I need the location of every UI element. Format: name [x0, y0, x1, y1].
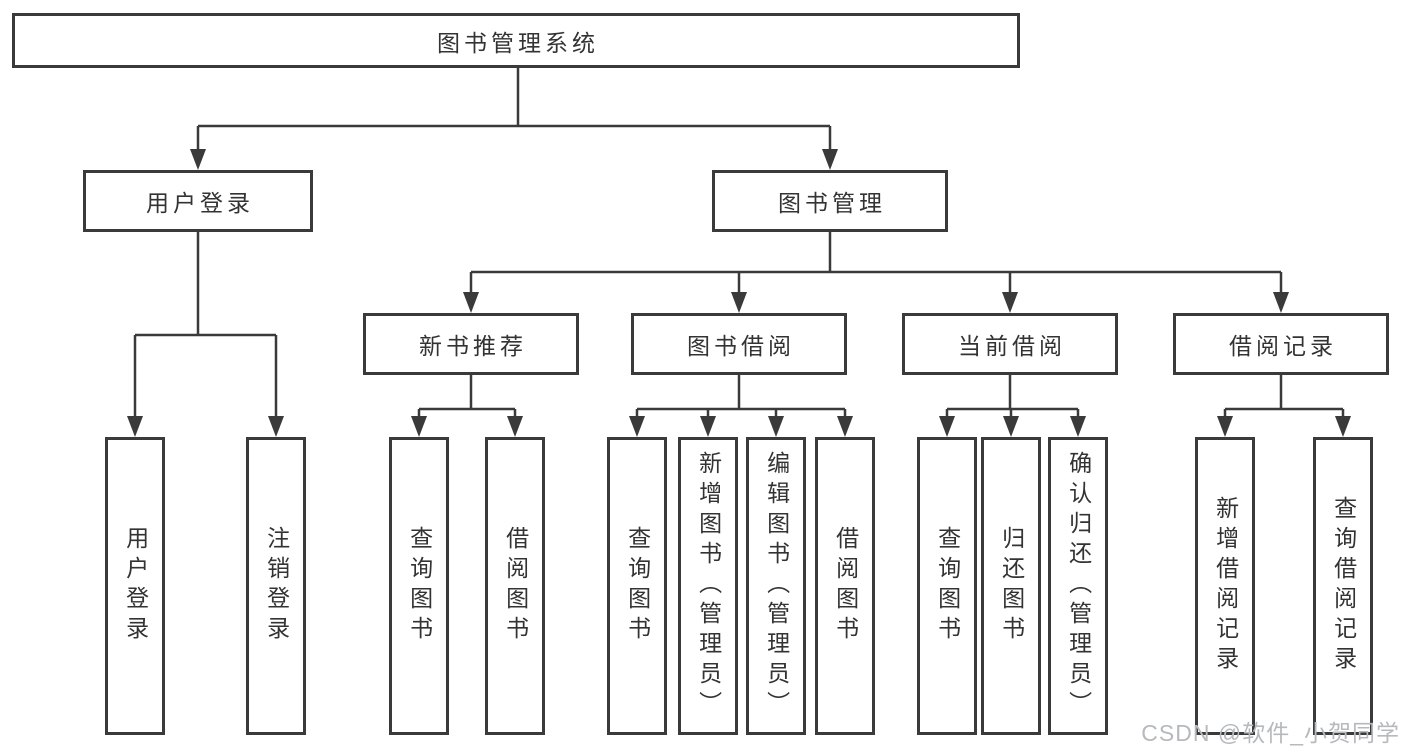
- leaf-query-book-2: 查询图书: [607, 437, 667, 735]
- connector-root-to-level2: [190, 68, 838, 170]
- leaf-label: 归还图书: [998, 526, 1025, 646]
- leaf-query-book-1: 查询图书: [389, 437, 449, 735]
- leaf-label: 注销登录: [263, 526, 290, 646]
- arrowhead: [700, 416, 716, 437]
- leaf-user-login: 用户登录: [105, 437, 165, 735]
- connector-line: [133, 232, 278, 419]
- connector-user-login-children: [127, 232, 284, 437]
- node-borrow-records: 借阅记录: [1173, 313, 1389, 375]
- leaf-label: 新增借阅记录: [1212, 496, 1239, 676]
- arrowhead: [411, 416, 427, 437]
- leaf-label: 确认归还（管理员）: [1065, 451, 1092, 721]
- arrowhead: [837, 416, 853, 437]
- leaf-return-book: 归还图书: [981, 437, 1041, 735]
- leaf-confirm-return-admin: 确认归还（管理员）: [1048, 437, 1108, 735]
- connector-line: [196, 68, 832, 152]
- leaf-add-borrow-record: 新增借阅记录: [1195, 437, 1255, 735]
- node-user-login: 用户登录: [83, 170, 313, 232]
- leaf-label: 用户登录: [122, 526, 149, 646]
- leaf-borrow-book-1: 借阅图书: [485, 437, 545, 735]
- arrowhead: [1002, 292, 1018, 313]
- leaf-query-borrow-record: 查询借阅记录: [1313, 437, 1373, 735]
- connector-current-borrow-children: [939, 375, 1086, 437]
- leaf-edit-book-admin: 编辑图书（管理员）: [746, 437, 806, 735]
- leaf-query-book-3: 查询图书: [917, 437, 977, 735]
- arrowhead: [463, 292, 479, 313]
- node-new-book-recommend: 新书推荐: [363, 313, 579, 375]
- arrowhead: [939, 416, 955, 437]
- connector-line: [945, 375, 1080, 419]
- csdn-watermark: CSDN @软件_小贺同学: [1141, 720, 1400, 746]
- arrowhead: [768, 416, 784, 437]
- leaf-label: 查询图书: [406, 526, 433, 646]
- arrowhead: [822, 149, 838, 170]
- leaf-label: 查询图书: [934, 526, 961, 646]
- connector-book-management-children: [463, 232, 1289, 313]
- leaf-label: 查询图书: [624, 526, 651, 646]
- leaf-label: 编辑图书（管理员）: [763, 451, 790, 721]
- leaf-logout: 注销登录: [246, 437, 306, 735]
- arrowhead: [1070, 416, 1086, 437]
- leaf-borrow-book-2: 借阅图书: [815, 437, 875, 735]
- connector-line: [417, 375, 517, 419]
- node-current-borrow: 当前借阅: [902, 313, 1118, 375]
- connector-borrow-records-children: [1217, 375, 1351, 437]
- connector-line: [635, 375, 847, 419]
- node-root-library-system: 图书管理系统: [12, 13, 1020, 68]
- leaf-add-book-admin: 新增图书（管理员）: [678, 437, 738, 735]
- connector-line: [1223, 375, 1345, 419]
- arrowhead: [1217, 416, 1233, 437]
- arrowhead: [190, 149, 206, 170]
- connector-line: [469, 232, 1283, 295]
- arrowhead: [507, 416, 523, 437]
- connector-new-book-children: [411, 375, 523, 437]
- arrowhead: [268, 416, 284, 437]
- node-book-management: 图书管理: [712, 170, 948, 232]
- leaf-label: 查询借阅记录: [1330, 496, 1357, 676]
- leaf-label: 新增图书（管理员）: [695, 451, 722, 721]
- arrowhead: [629, 416, 645, 437]
- connector-book-borrow-children: [629, 375, 853, 437]
- arrowhead: [127, 416, 143, 437]
- node-book-borrow: 图书借阅: [631, 313, 847, 375]
- arrowhead: [1335, 416, 1351, 437]
- arrowhead: [1003, 416, 1019, 437]
- arrowhead: [1273, 292, 1289, 313]
- arrowhead: [731, 292, 747, 313]
- leaf-label: 借阅图书: [502, 526, 529, 646]
- leaf-label: 借阅图书: [832, 526, 859, 646]
